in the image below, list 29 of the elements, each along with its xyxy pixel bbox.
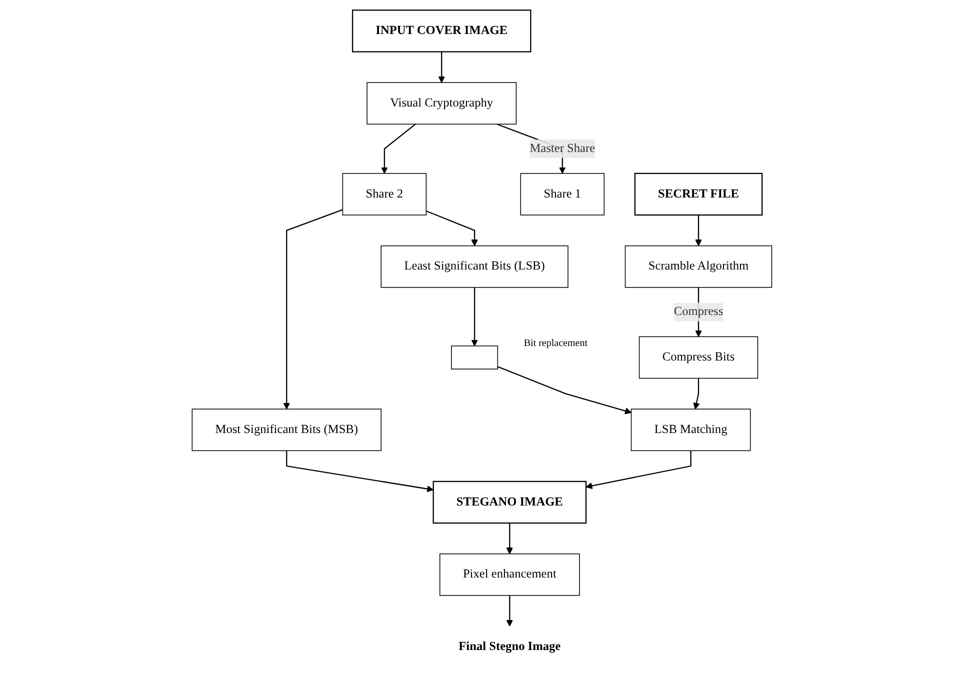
arrow [426,210,478,246]
node-text: Final Stegno Image [458,640,560,653]
arrow [497,366,632,414]
node-box: Share 1 [520,172,604,215]
arrow [694,214,702,246]
edge-label: Compress [673,304,723,318]
node-box: Scramble Algorithm [624,244,772,288]
arrow [282,208,342,409]
edge-label: Master Share [529,141,595,154]
node-box: STEGANO IMAGE [432,480,586,524]
arrow [286,450,434,492]
arrow [380,123,416,174]
node-box: INPUT COVER IMAGE [352,9,531,52]
arrow [506,594,513,626]
node-label: Bit replacement [523,336,588,348]
arrow [438,51,445,82]
node-box: Most Significant Bits (MSB) [191,408,382,451]
node-box: SECRET FILE [634,172,762,216]
arrow [585,450,691,489]
node-box: Visual Cryptography [366,82,516,124]
node-box: Pixel enhancement [439,552,580,596]
arrow [470,286,478,346]
node-box: Compress Bits [638,336,758,378]
arrow [692,378,700,409]
node-box: Share 2 [342,172,426,215]
arrow [506,522,513,554]
node-box [450,345,498,369]
node-box: LSB Matching [630,408,750,451]
node-box: Least Significant Bits (LSB) [380,244,568,288]
